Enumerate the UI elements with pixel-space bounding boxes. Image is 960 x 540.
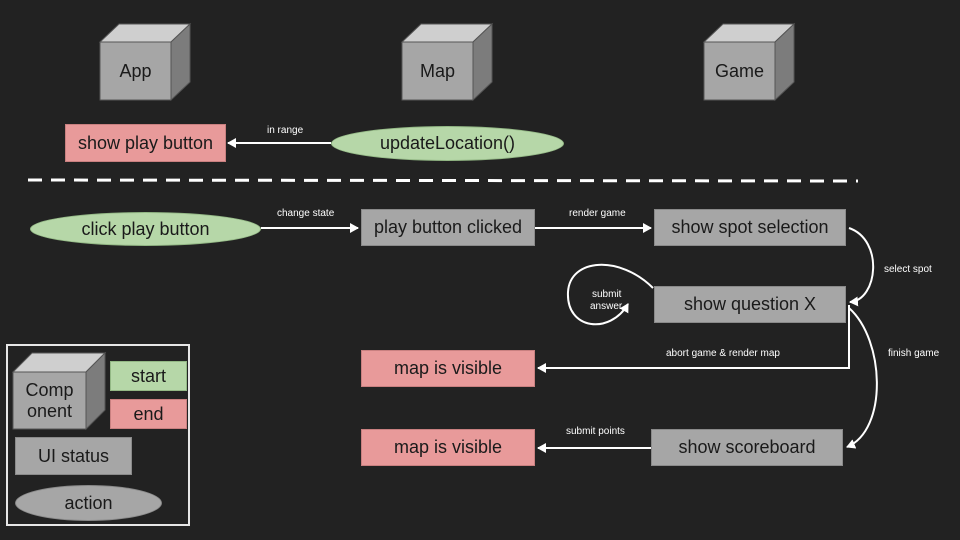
game-cube <box>702 22 796 102</box>
play-button-clicked-status: play button clicked <box>361 209 535 246</box>
legend-action: action <box>15 485 162 521</box>
legend-component-cube <box>11 351 107 431</box>
map-is-visible-status-2: map is visible <box>361 429 535 466</box>
finish-game-arrow <box>846 307 878 449</box>
show-spot-selection-status: show spot selection <box>654 209 846 246</box>
legend-end: end <box>110 399 187 429</box>
app-cube <box>98 22 192 102</box>
click-play-button-action: click play button <box>30 212 261 246</box>
legend-ui-status: UI status <box>15 437 132 475</box>
abort-game-label: abort game & render map <box>666 348 780 359</box>
submit-points-label: submit points <box>566 426 625 437</box>
finish-game-label: finish game <box>888 348 940 359</box>
legend-component-line1: Comp <box>25 379 74 400</box>
show-question-status: show question X <box>654 286 846 323</box>
submit-answer-label-line1: submit <box>592 289 622 300</box>
app-component-label: App <box>119 60 152 81</box>
render-game-label: render game <box>569 208 626 219</box>
show-play-button-status: show play button <box>65 124 226 162</box>
map-is-visible-status-1: map is visible <box>361 350 535 387</box>
legend-start: start <box>110 361 187 391</box>
update-location-action: updateLocation() <box>331 126 564 161</box>
legend <box>6 344 190 526</box>
legend-component-line2: onent <box>26 400 73 421</box>
select-spot-arrow <box>848 227 875 307</box>
abort-game-arrow <box>537 305 850 373</box>
in-range-label: in range <box>267 125 304 136</box>
select-spot-label: select spot <box>884 264 932 275</box>
show-scoreboard-status: show scoreboard <box>651 429 843 466</box>
legend-component-label: Comp onent <box>13 372 86 429</box>
submit-answer-loop <box>566 263 654 326</box>
game-component-label: Game <box>714 60 765 81</box>
section-divider <box>27 178 859 183</box>
map-cube <box>400 22 494 102</box>
map-component-label: Map <box>419 60 455 81</box>
submit-answer-label-line2: answer <box>590 301 623 312</box>
change-state-label: change state <box>277 208 335 219</box>
